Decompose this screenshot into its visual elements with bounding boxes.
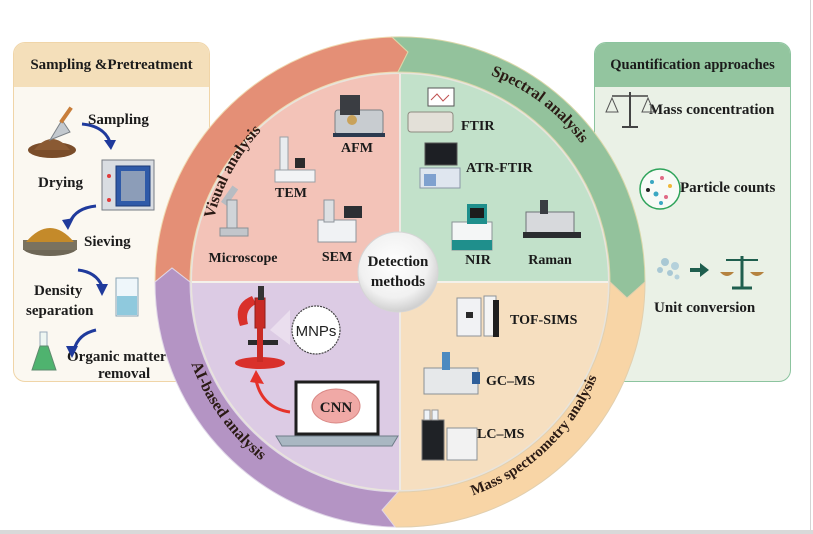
step-density: Density: [34, 283, 83, 299]
label-raman: Raman: [528, 253, 572, 268]
step-separation: separation: [26, 303, 94, 319]
mnps-bubble: [291, 305, 341, 355]
frame-border-right: [810, 0, 811, 534]
ai-ring-arrow: [154, 267, 400, 528]
arrowhead-1: [104, 140, 116, 150]
drying-oven-icon: [101, 159, 155, 211]
center-title-line2: methods: [371, 274, 425, 290]
brain-icon: [311, 388, 361, 424]
arrowhead-2: [62, 218, 74, 230]
magnification-beam: [270, 310, 290, 345]
flask-icon: [31, 331, 57, 371]
label-microscope: Microscope: [209, 251, 278, 266]
particle-petri-icon: [639, 168, 681, 210]
step-sieving: Sieving: [84, 234, 131, 250]
label-cnn: CNN: [320, 400, 353, 416]
label-tem: TEM: [275, 186, 307, 201]
red-arrowhead: [250, 370, 264, 384]
trowel-soil-icon: [28, 106, 76, 158]
arrow-sampling-to-drying: [81, 122, 112, 143]
label-nir: NIR: [465, 253, 492, 268]
afm-instrument-icon: [333, 95, 385, 137]
atr-ftir-instrument-icon: [419, 142, 461, 189]
sieve-icon: [23, 228, 77, 256]
label-afm: AFM: [341, 141, 373, 156]
sem-instrument-icon: [317, 199, 362, 243]
step-drying: Drying: [38, 175, 83, 191]
center-title-line1: Detection: [368, 254, 429, 270]
tem-instrument-icon: [274, 136, 316, 183]
balance-scale-icon: [605, 92, 655, 128]
arrowhead-3: [96, 284, 108, 296]
frame-border-bottom: [0, 530, 813, 534]
sampling-panel-title: Sampling &Pretreatment: [14, 43, 209, 87]
label-gc-ms: GC–MS: [486, 374, 535, 389]
label-sem: SEM: [322, 250, 352, 265]
arrow-sieving-to-density: [77, 268, 104, 287]
gc-ms-instrument-icon: [423, 352, 480, 395]
step-sampling: Sampling: [88, 112, 149, 128]
arrowhead-4: [66, 346, 78, 358]
item-mass-concentration: Mass concentration: [649, 102, 775, 118]
lc-ms-instrument-icon: [421, 409, 478, 461]
item-particle-counts: Particle counts: [680, 180, 776, 196]
beaker-icon: [115, 277, 139, 317]
raman-instrument-icon: [523, 200, 581, 238]
red-microscope-icon: [235, 286, 285, 369]
label-mnps: MNPs: [296, 323, 337, 340]
red-curved-arrow: [254, 379, 291, 414]
label-ftir: FTIR: [461, 119, 495, 134]
label-lc-ms: LC–MS: [477, 427, 525, 442]
quantification-panel-title: Quantification approaches: [595, 43, 790, 87]
step-organic-matter: Organic matter: [67, 349, 167, 365]
ftir-instrument-icon: [407, 87, 455, 133]
microscope-instrument-icon: [219, 185, 249, 237]
arrow-drying-to-sieving: [68, 204, 97, 223]
step-removal: removal: [98, 366, 151, 382]
label-tof-sims: TOF-SIMS: [510, 313, 578, 328]
detection-methods-center: [357, 231, 439, 313]
label-atr-ftir: ATR-FTIR: [466, 161, 534, 176]
nir-instrument-icon: [451, 204, 493, 251]
item-unit-conversion: Unit conversion: [654, 300, 756, 316]
tof-sims-instrument-icon: [456, 295, 499, 337]
particles-to-scale-icon: [657, 256, 764, 290]
